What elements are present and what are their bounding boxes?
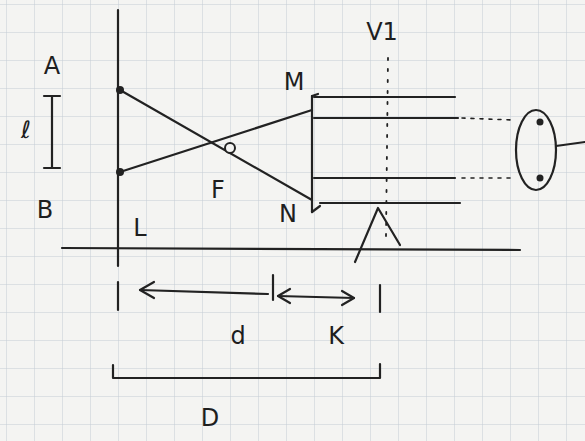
size-bracket-cap	[44, 95, 60, 97]
arrowhead	[278, 289, 290, 303]
dimension-arrow	[278, 296, 354, 298]
arrowhead	[140, 282, 154, 298]
slit-plane	[311, 96, 313, 212]
dashed-beam	[462, 118, 512, 120]
focal-point	[225, 143, 235, 153]
arrowhead	[342, 291, 354, 305]
dimension-tick	[272, 275, 274, 300]
point-label: d	[230, 324, 245, 348]
beam-line	[314, 177, 455, 179]
eyepiece-dot	[537, 175, 544, 182]
ray	[120, 110, 312, 172]
point-label: D	[201, 406, 219, 430]
beam-line	[314, 96, 455, 98]
dashed-beam	[462, 177, 512, 179]
point-dot	[116, 86, 124, 94]
slit-plane-tick	[312, 206, 320, 212]
slit-plane-tick	[312, 94, 318, 96]
dimension-tick	[379, 285, 381, 312]
eyepiece	[516, 110, 556, 190]
point-label: F	[211, 178, 225, 202]
support-stand	[355, 208, 400, 262]
dimension-tick	[117, 282, 119, 310]
point-label: M	[284, 70, 305, 94]
point-label: V1	[366, 20, 398, 44]
point-dot	[116, 168, 124, 176]
size-bracket-cap	[44, 167, 60, 169]
point-label: ℓ	[21, 118, 31, 142]
point-label: B	[37, 198, 53, 222]
beam-line	[314, 117, 458, 119]
dotted-axis	[386, 58, 388, 236]
dimension-arrow	[140, 290, 268, 294]
point-label: L	[133, 216, 146, 240]
beam-line	[320, 202, 460, 204]
point-label: K	[328, 324, 344, 348]
eyepiece-dot	[537, 119, 544, 126]
point-label: A	[44, 54, 60, 78]
dimension-bracket	[113, 364, 380, 378]
optical-bench	[62, 248, 520, 250]
eyepiece-line	[556, 142, 585, 146]
size-bracket	[51, 96, 53, 168]
lens-line	[117, 10, 119, 266]
point-label: N	[279, 202, 297, 226]
